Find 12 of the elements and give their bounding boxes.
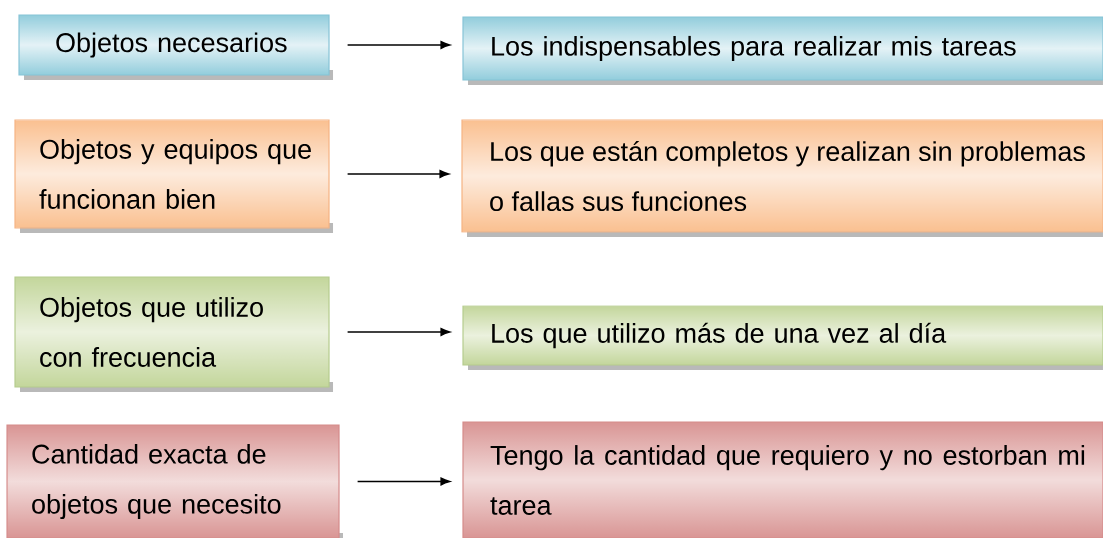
text-box: Objetos necesarios	[18, 14, 333, 80]
text-box: Los que están completos y realizan sin problemas o fallas sus funciones	[461, 119, 1103, 237]
text-box: Objetos que utilizo con frecuencia	[14, 276, 333, 392]
text-box: Tengo la cantidad que requiero y no estorban mi tarea	[462, 421, 1103, 538]
arrow	[346, 41, 451, 49]
arrow	[356, 477, 451, 486]
text-box: Los que utilizo más de una vez al día	[462, 305, 1103, 370]
text-box: Los indispensables para realizar mis tareas	[462, 16, 1103, 85]
arrow	[346, 328, 451, 336]
text-box: Cantidad exacta de objetos que necesito	[6, 424, 343, 538]
text-box: Objetos y equipos que funcionan bien	[14, 119, 333, 233]
arrow	[346, 170, 450, 178]
